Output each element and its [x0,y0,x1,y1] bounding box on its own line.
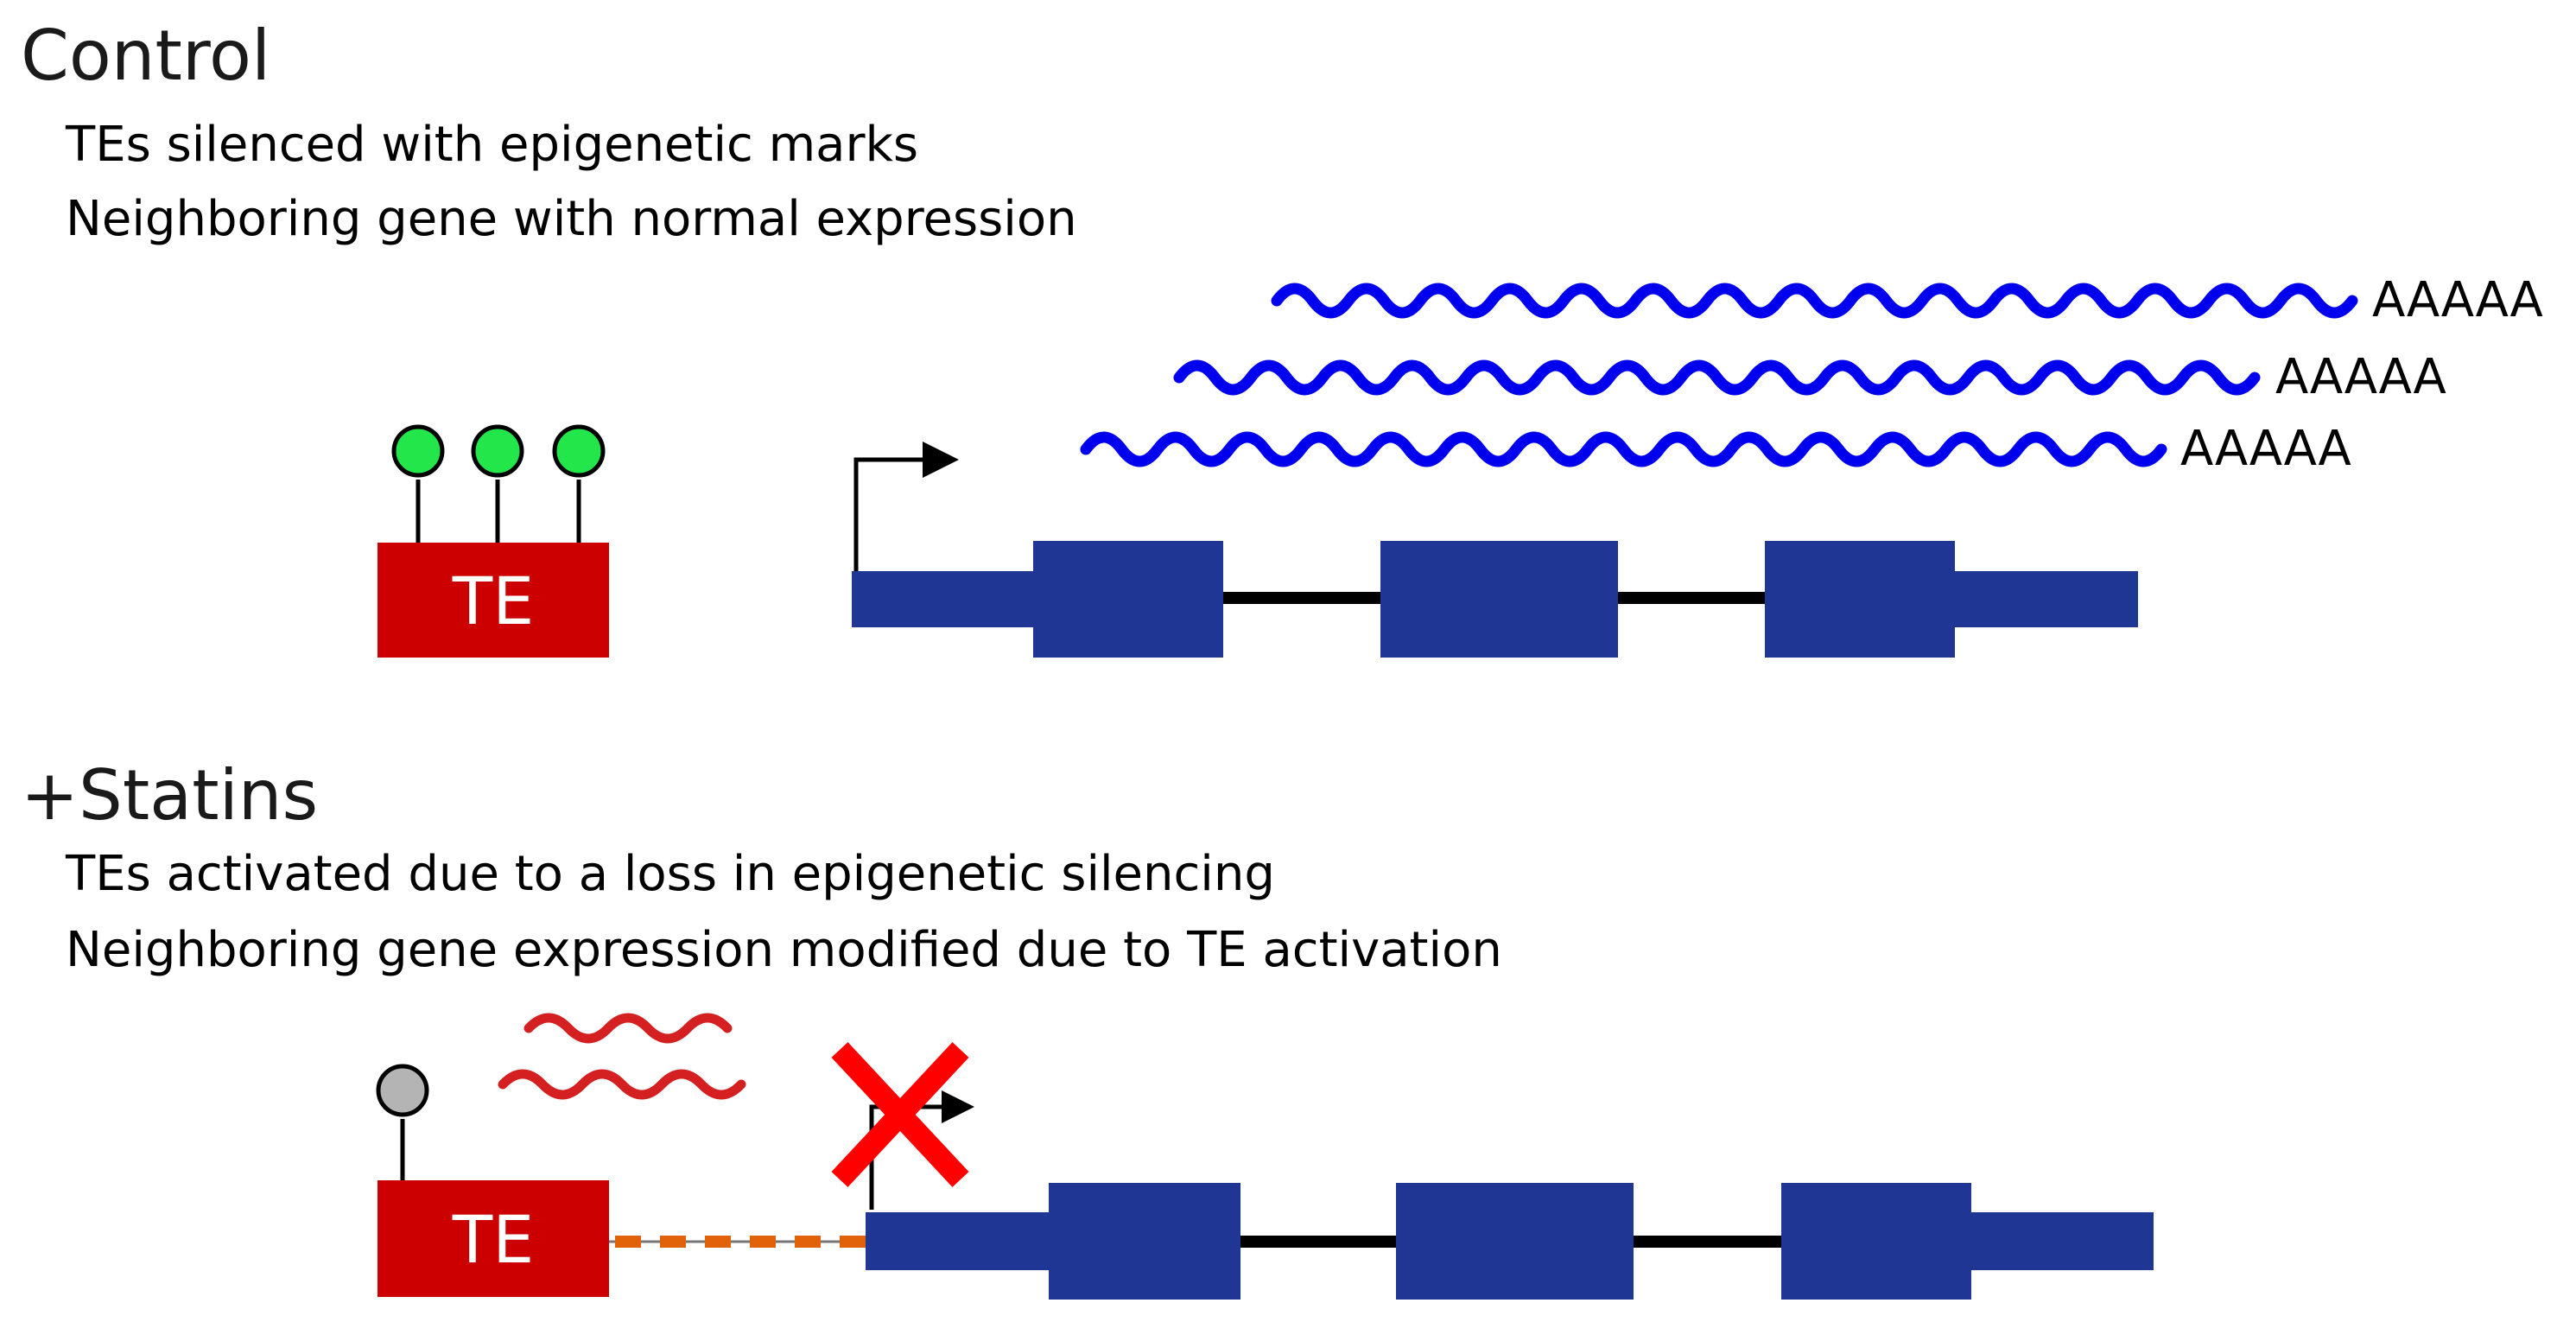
control-heading: Control [21,16,270,96]
statins-line-1: TEs activated due to a loss in epigeneti… [65,846,1275,902]
methyl-mark-icon [552,424,606,544]
te-element: TE [378,543,609,658]
te-label: TE [452,562,534,639]
exon-2 [1380,541,1618,658]
te-transcript-wave [498,1069,746,1100]
te-transcript-wave [523,1013,733,1044]
polya-tail: AAAAA [2275,349,2446,405]
te-label: TE [452,1201,534,1278]
utr-3 [1938,571,2138,627]
control-line-1: TEs silenced with epigenetic marks [65,117,918,173]
utr-3 [1954,1212,2154,1270]
control-line-2: Neighboring gene with normal expression [66,191,1077,247]
utr-5 [866,1212,1066,1270]
statins-panel: +Statins TEs activated due to a loss in … [21,755,2154,1300]
polya-tail: AAAAA [2372,272,2543,328]
utr-5 [852,571,1050,627]
te-element: TE [378,1180,609,1297]
gene-model [852,541,2138,658]
mrna-wave [1080,431,2167,467]
exon-3 [1781,1183,1971,1300]
statins-line-2: Neighboring gene expression modified due… [66,922,1502,978]
exon-1 [1049,1183,1240,1300]
mrna-wave [1271,283,2358,319]
statins-heading: +Statins [21,755,318,836]
methyl-mark-icon [391,424,445,544]
exon-2 [1396,1183,1634,1300]
mrna-wave [1173,359,2261,396]
epigenetic-marks [391,424,606,544]
gene-model [866,1183,2154,1300]
polya-tail: AAAAA [2180,421,2351,477]
exon-1 [1033,541,1223,658]
control-panel: Control TEs silenced with epigenetic mar… [21,16,2543,658]
exon-3 [1765,541,1955,658]
te-transcripts [498,1013,746,1100]
methyl-mark-icon [471,424,524,544]
mrna-transcripts: AAAAA AAAAA AAAAA [1080,272,2543,477]
methyl-mark-icon [376,1064,429,1182]
promoter-arrow-icon [853,442,959,573]
x-mark-icon [831,1042,969,1187]
